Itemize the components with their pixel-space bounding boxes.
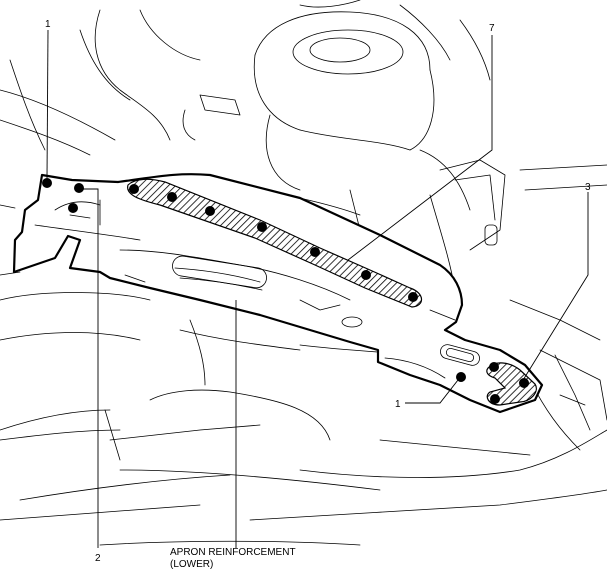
leader-3 [519,192,589,386]
hatched-seam-3 [486,362,537,406]
background-body-lines [0,0,607,546]
weld-dot [456,372,466,382]
leader-1-bottom [405,379,459,404]
weld-dot [68,203,78,213]
part-inner-details [34,199,480,379]
callout-1-bottom: 1 [395,399,401,410]
hatched-seam-7 [127,178,423,308]
weld-dot [490,394,500,404]
leader-lines [46,29,589,548]
leader-2 [80,188,99,548]
apron-reinforcement-part [12,173,544,414]
weld-dot [310,247,320,257]
callout-2: 2 [95,553,101,564]
leader-1-top [46,29,49,179]
weld-dot [408,292,418,302]
callout-7: 7 [489,23,495,34]
weld-points [42,178,529,404]
weld-dot [74,183,84,193]
part-label-line1: APRON REINFORCEMENT [170,547,296,558]
weld-dot [361,270,371,280]
weld-dot [42,178,52,188]
weld-dot [489,362,499,372]
weld-dot [167,192,177,202]
part-label-line2: (LOWER) [170,559,213,570]
callout-1-top: 1 [45,19,51,30]
callout-3: 3 [585,182,591,193]
weld-dot [519,378,529,388]
leader-7 [347,35,493,261]
weld-dot [257,222,267,232]
weld-dot [129,184,139,194]
weld-dot [205,206,215,216]
